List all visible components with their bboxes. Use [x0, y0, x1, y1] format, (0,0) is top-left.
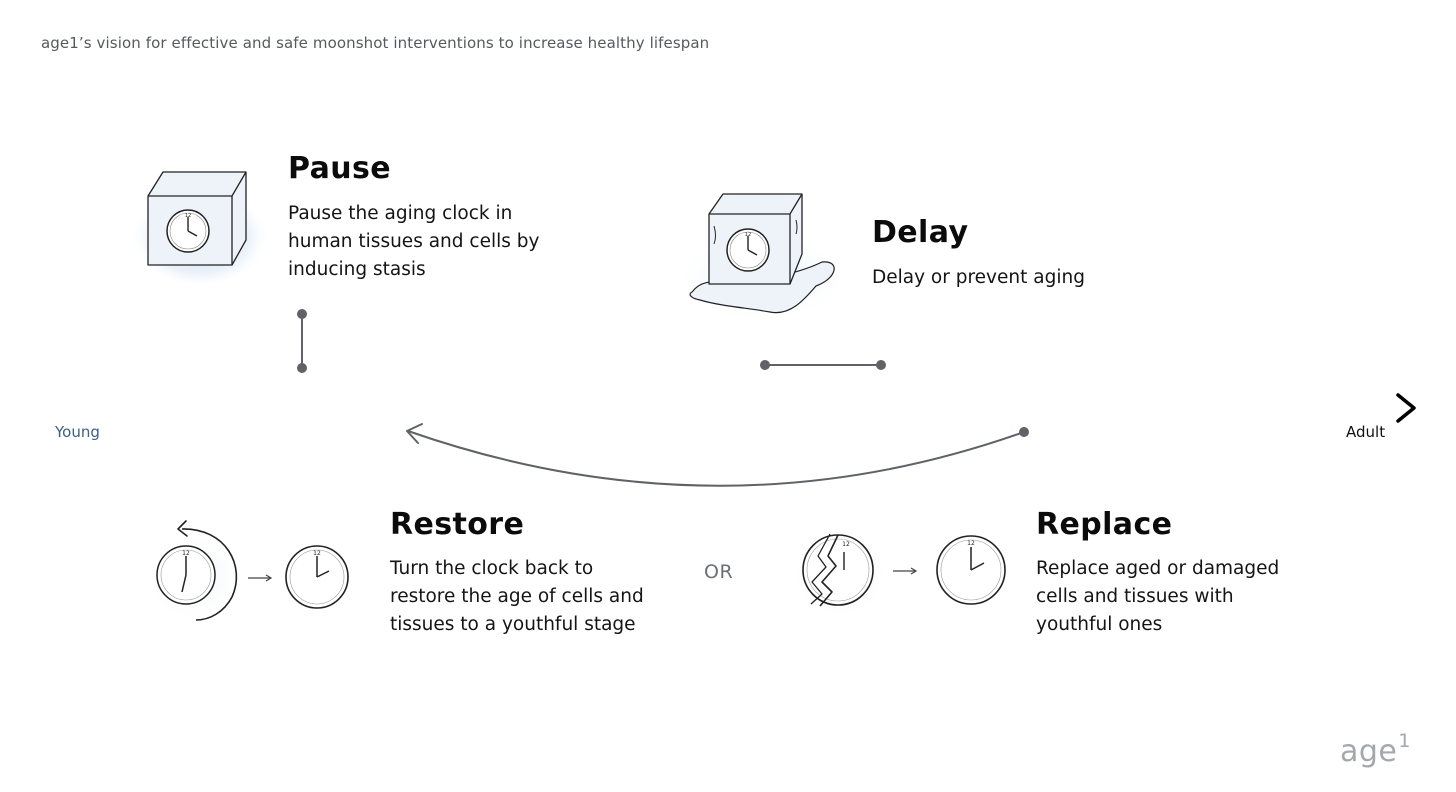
pause-connector-top-dot — [297, 309, 307, 319]
delay-description: Delay or prevent aging — [872, 264, 1085, 292]
svg-text:12: 12 — [185, 213, 191, 219]
delay-heading: Delay — [872, 215, 969, 250]
page-subtitle: age1’s vision for effective and safe moo… — [41, 34, 710, 52]
pause-heading: Pause — [288, 151, 391, 186]
logo-text: age — [1340, 734, 1398, 769]
timeline — [55, 393, 1416, 423]
pause-connector-bottom-dot — [297, 363, 307, 373]
replace-description-line: Replace aged or damaged — [1036, 558, 1280, 579]
pause-description: Pause the aging clock in human tissues a… — [288, 200, 539, 284]
replace-description: Replace aged or damaged cells and tissue… — [1036, 555, 1279, 639]
restore-description-line: Turn the clock back to — [390, 558, 594, 579]
svg-text:12: 12 — [842, 541, 850, 548]
restore-arc-start-dot — [1019, 427, 1029, 437]
replace-description-line: youthful ones — [1036, 614, 1163, 635]
restore-arc-arrowhead — [406, 423, 423, 444]
rewind-clock-icon: 12 12 — [144, 520, 358, 624]
svg-text:12: 12 — [182, 550, 190, 557]
timeline-end-label: Adult — [1346, 423, 1386, 441]
age1-logo: age1 — [1340, 730, 1411, 769]
or-separator: OR — [704, 561, 734, 583]
svg-text:12: 12 — [745, 232, 751, 238]
restore-description: Turn the clock back to restore the age o… — [390, 555, 644, 639]
timeline-start-label: Young — [55, 423, 100, 441]
pause-description-line: Pause the aging clock in — [288, 203, 513, 224]
pause-description-line: inducing stasis — [288, 259, 426, 280]
svg-text:12: 12 — [967, 540, 975, 547]
logo-superscript: 1 — [1398, 730, 1411, 752]
delay-connector-left-dot — [760, 360, 770, 370]
timeline-arrowhead — [1396, 393, 1416, 423]
replace-description-line: cells and tissues with — [1036, 586, 1234, 607]
restore-heading: Restore — [390, 507, 525, 542]
restore-arc — [406, 423, 1029, 487]
pause-connector — [297, 309, 307, 373]
restore-description-line: tissues to a youthful stage — [390, 614, 636, 635]
delay-connector — [760, 360, 886, 370]
svg-text:12: 12 — [313, 550, 321, 557]
melting-ice-cube-clock-icon: 12 — [676, 193, 848, 322]
broken-clock-icon: 12 12 — [790, 528, 1014, 620]
pause-description-line: human tissues and cells by — [288, 231, 540, 252]
replace-heading: Replace — [1036, 507, 1173, 542]
restore-description-line: restore the age of cells and — [390, 586, 644, 607]
delay-description-line: Delay or prevent aging — [872, 267, 1085, 288]
delay-connector-right-dot — [876, 360, 886, 370]
ice-cube-clock-icon: 12 — [130, 171, 270, 284]
